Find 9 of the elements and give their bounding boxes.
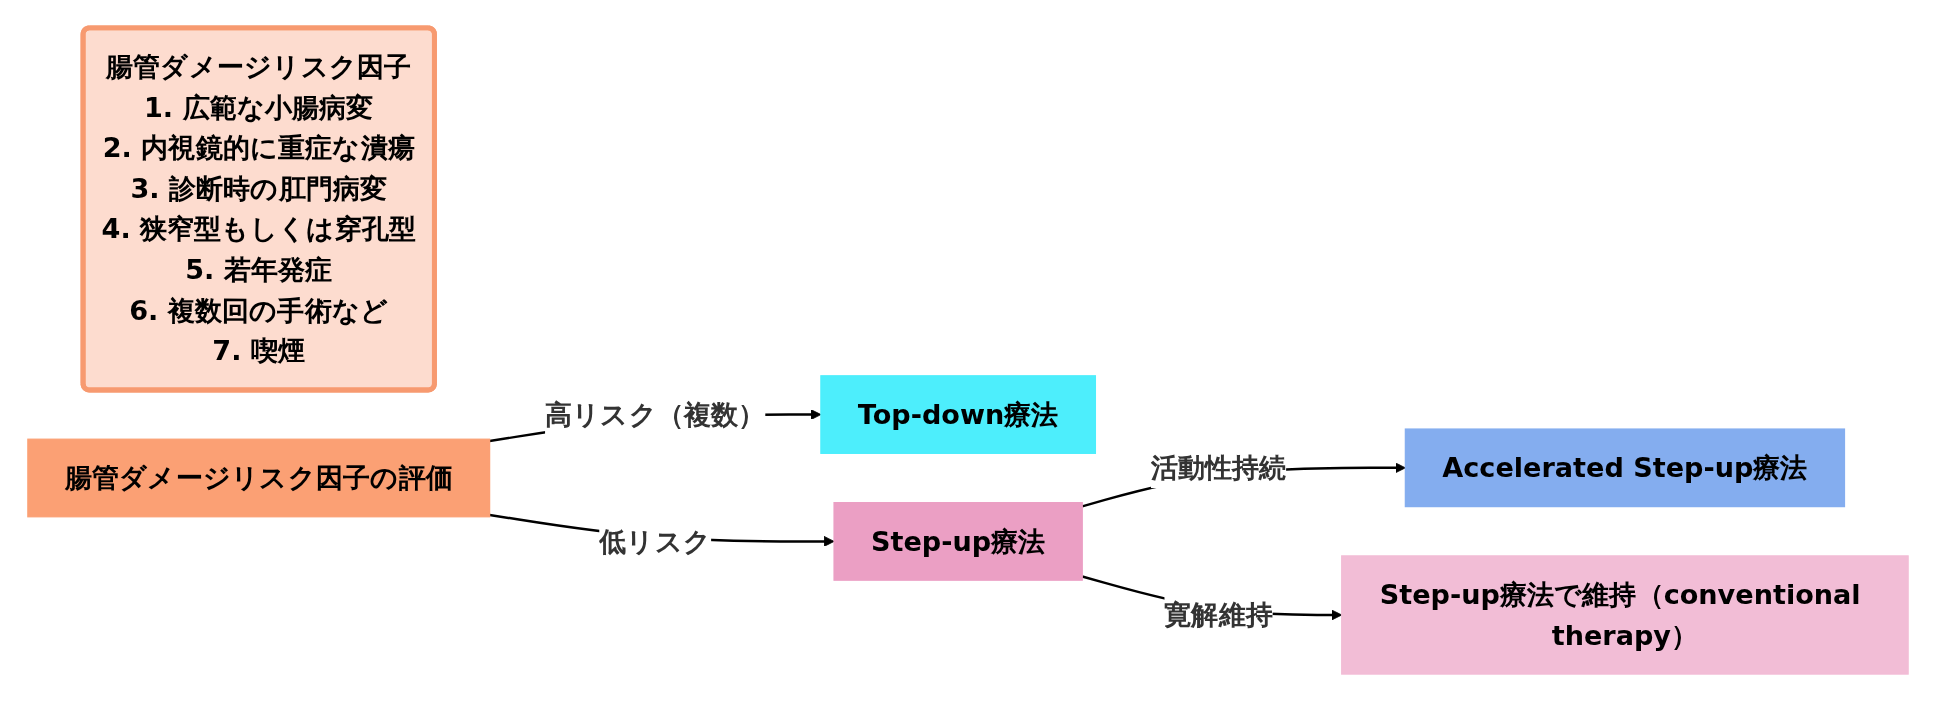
edge-label: 活動性持続 [1150,451,1287,483]
node-box: Top-down療法 [820,374,1097,454]
edge-label: 寛解維持 [1164,599,1273,630]
edge-label: 高リスク（複数） [545,398,766,430]
node-box: Step-up療法で維持（conventional therapy） [1341,554,1909,675]
edge-label: 低リスク [599,525,712,557]
node-box: Accelerated Step-up療法 [1404,427,1846,507]
node-box: 腸管ダメージリスク因子の評価 [27,438,491,517]
node-box: Step-up療法 [833,501,1083,581]
